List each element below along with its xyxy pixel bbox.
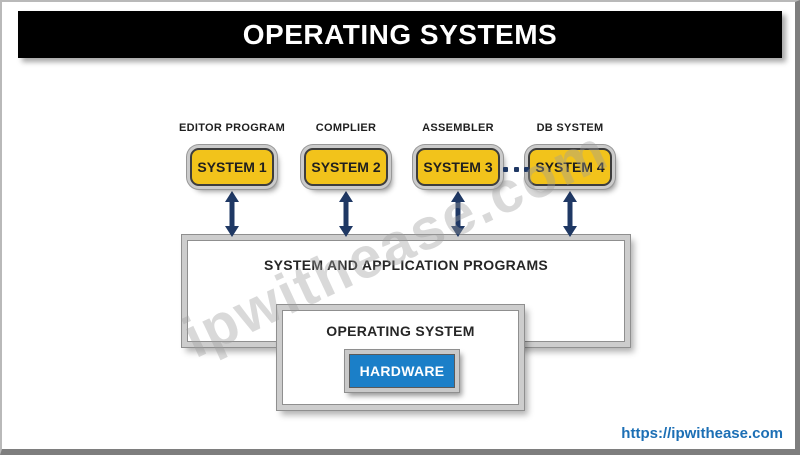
system-box-2: SYSTEM 2 xyxy=(304,148,388,186)
double-arrow-icon-3 xyxy=(451,191,465,237)
system-label-assembler: ASSEMBLER xyxy=(422,122,494,134)
system-application-programs-label: SYSTEM AND APPLICATION PROGRAMS xyxy=(263,257,549,273)
ellipsis-icon xyxy=(503,165,529,173)
double-arrow-icon-1 xyxy=(225,191,239,237)
system-box-1: SYSTEM 1 xyxy=(190,148,274,186)
title-bar: OPERATING SYSTEMS xyxy=(18,11,782,58)
hardware-box: HARDWARE xyxy=(344,349,460,393)
system-box-3: SYSTEM 3 xyxy=(416,148,500,186)
system-box-3-label: SYSTEM 3 xyxy=(423,159,493,175)
double-arrow-icon-2 xyxy=(339,191,353,237)
system-box-1-label: SYSTEM 1 xyxy=(197,159,267,175)
page-title: OPERATING SYSTEMS xyxy=(242,18,558,50)
system-label-db-system: DB SYSTEM xyxy=(536,122,604,134)
system-box-4-label: SYSTEM 4 xyxy=(535,159,605,175)
system-label-complier: COMPLIER xyxy=(315,122,377,134)
system-label-editor-program: EDITOR PROGRAM xyxy=(178,122,286,134)
system-box-2-label: SYSTEM 2 xyxy=(311,159,381,175)
double-arrow-icon-4 xyxy=(563,191,577,237)
footer-url-link[interactable]: https://ipwithease.com xyxy=(621,425,783,442)
operating-system-label: OPERATING SYSTEM xyxy=(326,323,475,339)
system-box-4: SYSTEM 4 xyxy=(528,148,612,186)
hardware-label: HARDWARE xyxy=(359,363,445,379)
